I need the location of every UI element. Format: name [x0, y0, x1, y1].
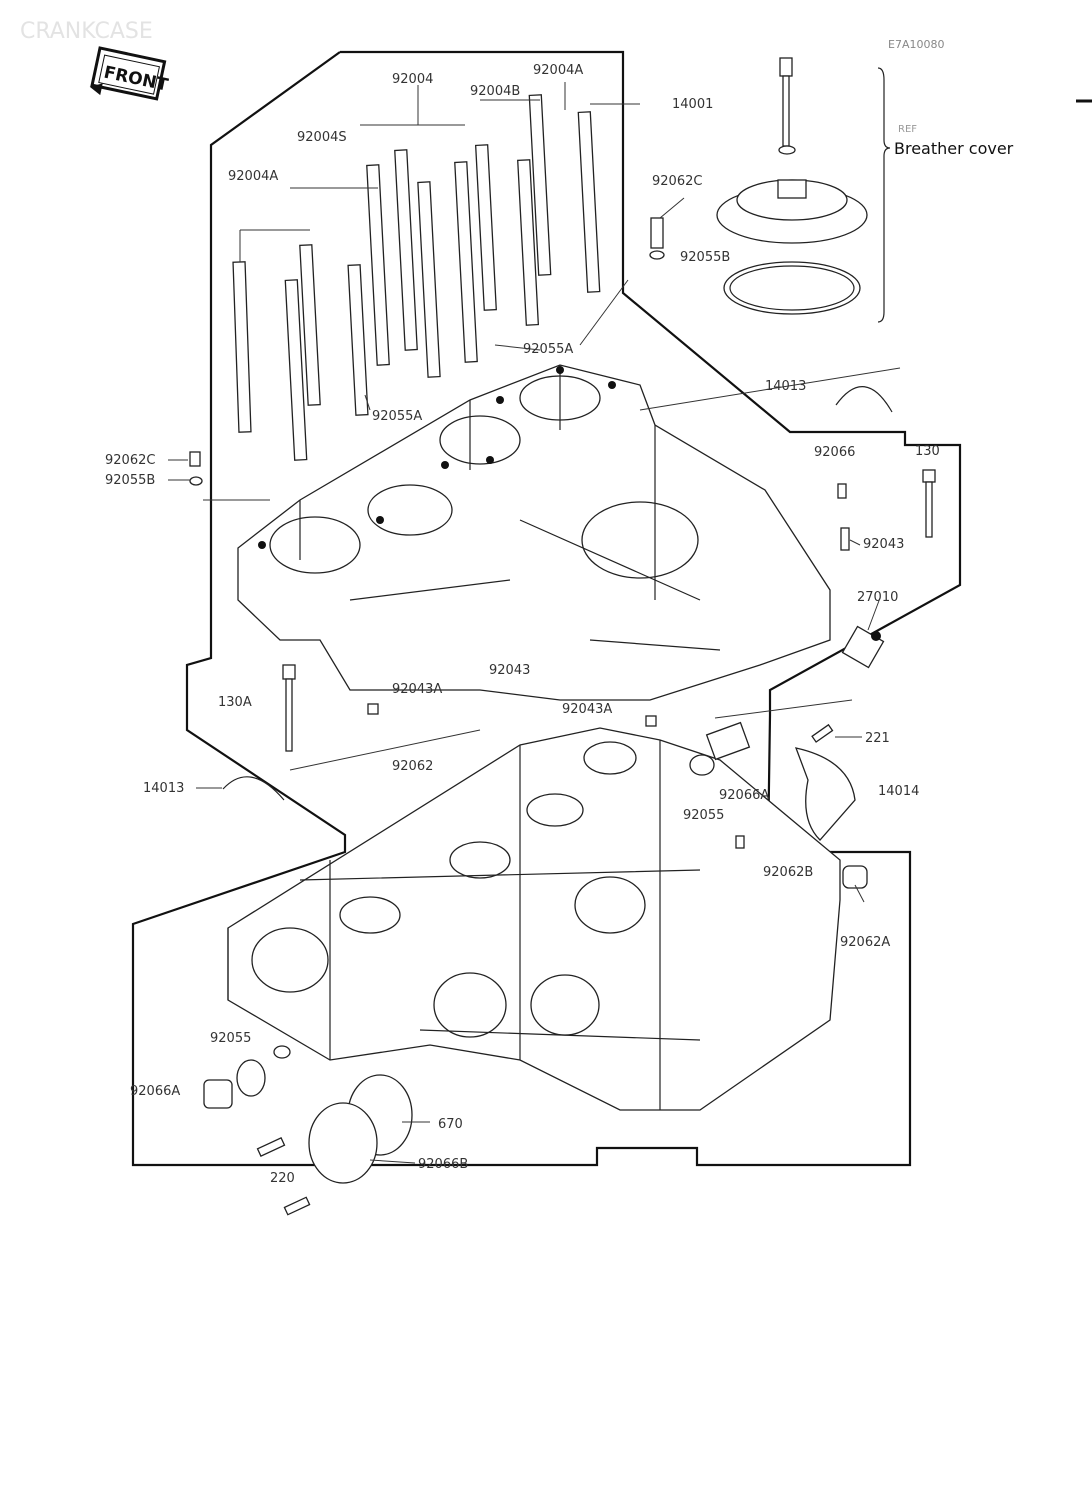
label-92062C-right: 92062C [652, 174, 702, 189]
label-92066A-left: 92066A [130, 1084, 180, 1099]
front-arrow-icon [89, 83, 103, 96]
label-130A: 130A [218, 695, 252, 710]
label-92062A: 92062A [840, 935, 890, 950]
diagram-title: CRANKCASE [20, 19, 153, 44]
label-92055-mid: 92055 [683, 808, 724, 823]
label-92004A-top: 92004A [533, 63, 583, 78]
label-14013-top: 14013 [765, 379, 806, 394]
label-92043-right: 92043 [863, 537, 904, 552]
front-direction-badge: FRONT [89, 46, 170, 101]
label-92055B-right: 92055B [680, 250, 730, 265]
label-221: 221 [865, 731, 890, 746]
label-92004A-left: 92004A [228, 169, 278, 184]
label-14001: 14001 [672, 97, 713, 112]
label-92004S: 92004S [297, 130, 347, 145]
breather-cover-bracket [877, 67, 891, 323]
diagram-code: E7A10080 [888, 38, 944, 51]
breather-cover-label: Breather cover [894, 139, 1014, 158]
label-92004B: 92004B [470, 84, 520, 99]
label-92062B: 92062B [763, 865, 813, 880]
label-220: 220 [270, 1171, 295, 1186]
label-92066B: 92066B [418, 1157, 468, 1172]
label-92062: 92062 [392, 759, 433, 774]
breather-ref: REF [898, 124, 917, 135]
lower-crankcase [227, 727, 841, 1111]
label-92062C-left: 92062C [105, 453, 155, 468]
label-92066A-right: 92066A [719, 788, 769, 803]
label-14014: 14014 [878, 784, 919, 799]
label-670: 670 [438, 1117, 463, 1132]
upper-crankcase [237, 364, 831, 701]
label-92004: 92004 [392, 72, 433, 87]
stud-bolts-group [232, 94, 665, 461]
label-14013-left: 14013 [143, 781, 184, 796]
label-92043A-left: 92043A [392, 682, 442, 697]
label-92055B-left: 92055B [105, 473, 155, 488]
leader-lines [168, 82, 901, 1164]
label-92055A-low: 92055A [372, 409, 422, 424]
label-92043A-mid: 92043A [562, 702, 612, 717]
label-92066: 92066 [814, 445, 855, 460]
breather-cover-group [716, 57, 868, 315]
label-92055A-top: 92055A [523, 342, 573, 357]
label-27010: 27010 [857, 590, 898, 605]
label-92043-mid: 92043 [489, 663, 530, 678]
label-130: 130 [915, 444, 940, 459]
assembly-boundary-outline [131, 50, 962, 1167]
label-92055-left: 92055 [210, 1031, 251, 1046]
small-parts-group [189, 386, 936, 1216]
